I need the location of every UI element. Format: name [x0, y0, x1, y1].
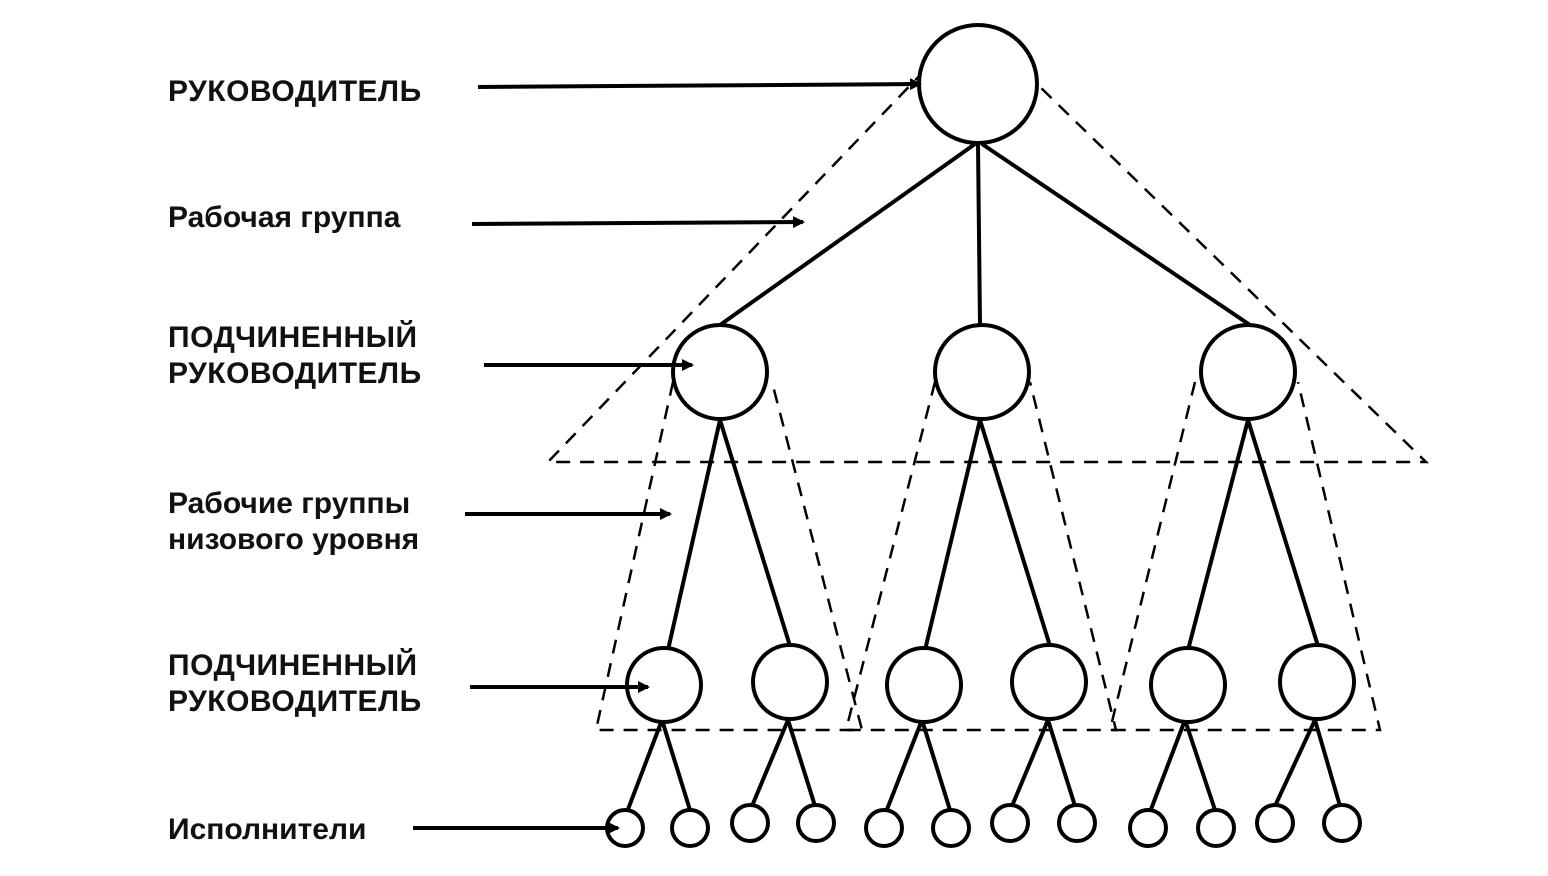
executor-node-9 [1128, 808, 1168, 848]
link-low3-exec6 [920, 719, 952, 811]
executor-node-5 [864, 808, 904, 848]
label-low-groups-line1: Рабочие группы [168, 487, 411, 520]
link-low6-exec12 [1313, 719, 1342, 807]
label-top-manager: РУКОВОДИТЕЛЬ [168, 75, 422, 108]
link-low4-exec8 [1046, 719, 1077, 807]
link-mid1-to-low2 [718, 419, 792, 647]
label-sub-manager-2: ПОДЧИНЕННЫЙ РУКОВОДИТЕЛЬ [168, 648, 422, 720]
executor-node-10 [1196, 808, 1236, 848]
label-executors: Исполнители [168, 813, 367, 846]
top-work-group-outline [545, 69, 1430, 464]
link-mid2-to-low4 [978, 419, 1052, 647]
label-sub-manager-1-line2: РУКОВОДИТЕЛЬ [168, 357, 422, 390]
link-mid1-to-low1 [666, 419, 722, 651]
link-low4-exec7 [1010, 719, 1050, 807]
label-low-groups-line2: низового уровня [168, 523, 420, 556]
executor-node-8 [1057, 803, 1097, 843]
executor-node-4 [796, 803, 836, 843]
executor-node-6 [931, 808, 971, 848]
arrow-top-manager [477, 78, 922, 91]
low-manager-node-3 [885, 646, 963, 724]
label-work-group: Рабочая группа [168, 201, 401, 234]
mid-manager-node-1 [671, 323, 769, 421]
link-top-to-mid2 [976, 143, 982, 326]
link-low5-exec10 [1183, 719, 1217, 811]
link-mid3-to-low6 [1246, 419, 1320, 647]
link-top-to-mid3 [980, 142, 1252, 327]
executor-node-7 [990, 803, 1030, 843]
executor-node-12 [1322, 803, 1362, 843]
link-mid2-to-low3 [923, 419, 982, 651]
link-mid3-to-low5 [1186, 419, 1250, 651]
low-manager-node-5 [1149, 646, 1227, 724]
label-sub-manager-1: ПОДЧИНЕННЫЙ РУКОВОДИТЕЛЬ [168, 320, 422, 392]
label-sub-manager-1-line1: ПОДЧИНЕННЫЙ [168, 321, 418, 354]
executor-node-11 [1255, 803, 1295, 843]
low-manager-node-4 [1010, 643, 1088, 721]
link-low5-exec9 [1148, 719, 1187, 813]
low-group-1-outline [594, 381, 864, 732]
label-arrows [413, 78, 922, 834]
link-low3-exec5 [884, 719, 924, 813]
mid-manager-node-3 [1199, 323, 1297, 421]
top-manager-node [917, 23, 1039, 145]
label-low-groups: Рабочие группы низового уровня [168, 486, 419, 558]
executor-node-2 [670, 808, 710, 848]
executor-node-3 [730, 803, 770, 843]
link-low6-exec11 [1273, 719, 1317, 807]
low-manager-node-6 [1278, 643, 1356, 721]
link-low2-exec3 [750, 719, 790, 807]
label-sub-manager-2-line2: РУКОВОДИТЕЛЬ [168, 685, 422, 718]
mid-manager-node-2 [933, 323, 1031, 421]
label-sub-manager-2-line1: ПОДЧИНЕННЫЙ [168, 649, 418, 682]
link-low2-exec4 [786, 719, 817, 807]
low-group-2-outline [844, 381, 1118, 732]
nodes [605, 23, 1362, 848]
hierarchy-links [625, 142, 1342, 813]
link-low1-exec2 [660, 719, 692, 811]
link-low1-exec1 [625, 719, 664, 813]
low-manager-node-2 [751, 643, 829, 721]
work-group-outlines [545, 69, 1430, 732]
link-top-to-mid1 [718, 142, 977, 327]
arrow-work-group [471, 216, 805, 229]
low-group-3-outline [1108, 381, 1382, 732]
